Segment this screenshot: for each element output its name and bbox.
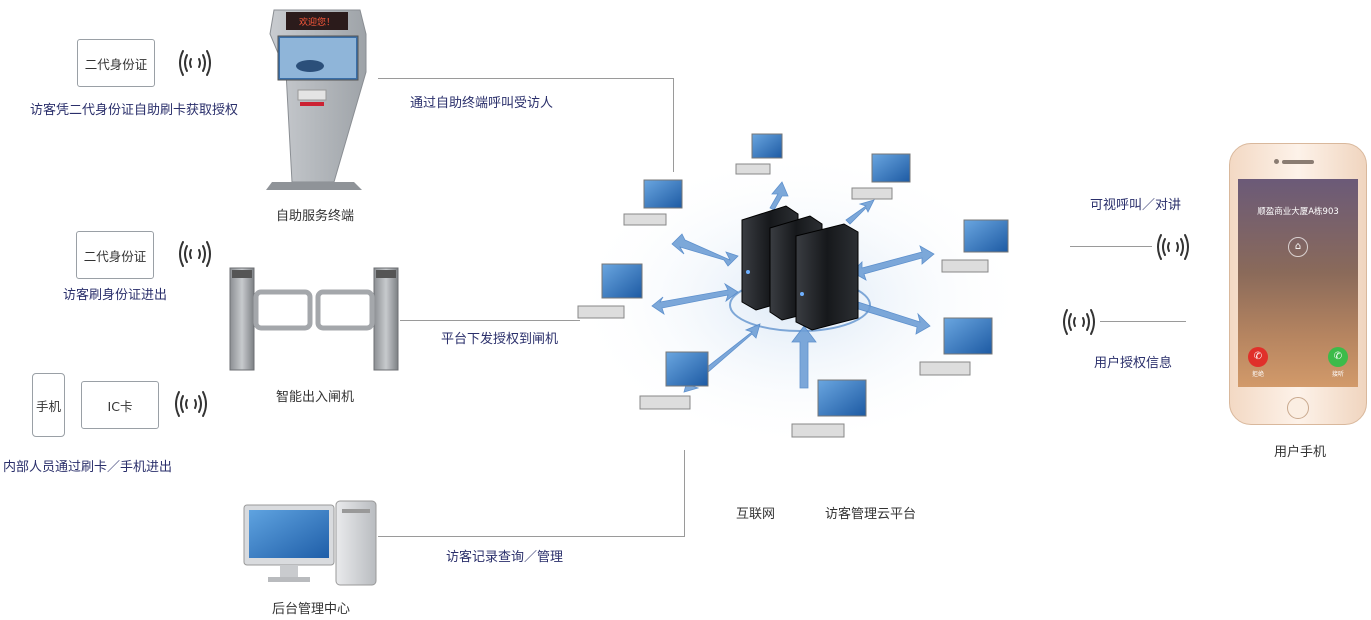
video-call-line <box>1070 246 1152 247</box>
kiosk-connector-v <box>673 78 674 172</box>
auth-info-label: 用户授权信息 <box>1094 356 1173 371</box>
gate-title: 智能出入闸机 <box>276 390 355 405</box>
workstation-icons <box>577 133 1009 438</box>
phone-camera <box>1274 159 1279 164</box>
backend-link-label: 访客记录查询／管理 <box>446 550 564 565</box>
id-card-box-2: 二代身份证 <box>76 231 154 279</box>
kiosk-title: 自助服务终端 <box>276 209 355 224</box>
phone-speaker <box>1282 160 1314 164</box>
home-icon: ⌂ <box>1288 237 1308 257</box>
wireless-signal-icon <box>179 50 211 76</box>
backend-computer-icon <box>243 500 377 586</box>
phone-screen-title: 顺盈商业大厦A栋903 <box>1257 207 1339 217</box>
accept-label: 接听 <box>1331 371 1344 378</box>
network-diagram <box>570 133 1030 450</box>
cloud-platform-label: 访客管理云平台 <box>825 507 917 522</box>
self-service-kiosk-icon: 欢迎您！ <box>266 9 367 190</box>
gate-link-label: 平台下发授权到闸机 <box>441 332 559 347</box>
kiosk-connector-h <box>378 78 674 79</box>
ic-card-box: IC卡 <box>81 381 159 429</box>
decline-button[interactable]: ✆ <box>1248 347 1268 367</box>
gate-connector-h <box>400 320 580 321</box>
phone-screen: 顺盈商业大厦A栋903 ⌂ ✆ 拒绝 ✆ 接听 <box>1238 179 1358 387</box>
ic-card-label: IC卡 <box>107 398 133 414</box>
backend-connector-h <box>378 536 684 537</box>
kiosk-caption: 访客凭二代身份证自助刷卡获取授权 <box>30 103 239 118</box>
id-card-box-1: 二代身份证 <box>77 39 155 87</box>
id-card-label-1: 二代身份证 <box>84 56 148 72</box>
decline-label: 拒绝 <box>1251 371 1264 378</box>
backend-connector-v <box>684 450 685 537</box>
wireless-signal-icon <box>1063 309 1095 335</box>
wireless-signal-icon <box>1157 234 1189 260</box>
kiosk-link-label: 通过自助终端呼叫受访人 <box>410 96 554 111</box>
home-button[interactable] <box>1287 397 1309 419</box>
accept-button[interactable]: ✆ <box>1328 347 1348 367</box>
video-call-label: 可视呼叫／对讲 <box>1090 198 1182 213</box>
wireless-signal-icon <box>179 241 211 267</box>
staff-caption: 内部人员通过刷卡／手机进出 <box>3 460 173 475</box>
user-phone: 顺盈商业大厦A栋903 ⌂ ✆ 拒绝 ✆ 接听 <box>1229 143 1367 425</box>
phone-title: 用户手机 <box>1274 445 1327 460</box>
kiosk-screen-text: 欢迎您！ <box>299 16 335 28</box>
gate-caption: 访客刷身份证进出 <box>63 288 168 303</box>
auth-info-line <box>1100 321 1186 322</box>
phone-box: 手机 <box>32 373 65 437</box>
backend-title: 后台管理中心 <box>272 602 351 617</box>
wireless-signal-icon <box>175 391 207 417</box>
turnstile-gate-icon <box>229 267 399 371</box>
id-card-label-2: 二代身份证 <box>83 248 147 264</box>
internet-label: 互联网 <box>736 507 776 522</box>
phone-label: 手机 <box>35 398 61 414</box>
